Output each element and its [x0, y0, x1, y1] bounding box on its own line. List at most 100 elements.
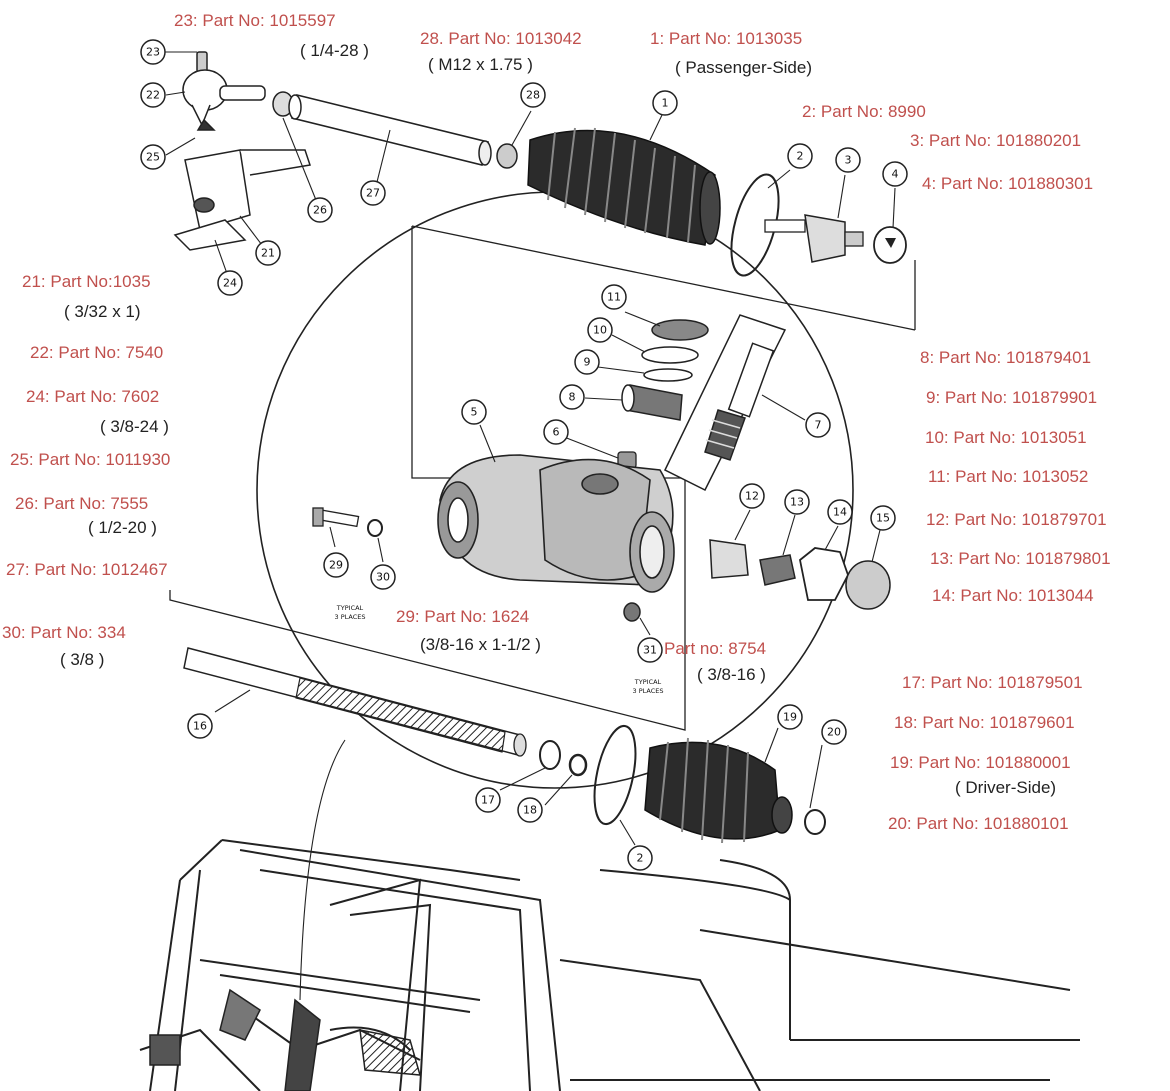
svg-text:31: 31 — [643, 644, 657, 657]
callout-2-top: 2 — [787, 143, 813, 169]
tie-rod-end — [173, 51, 311, 251]
label-part-31: Part no: 8754 — [664, 639, 767, 658]
svg-text:29: 29 — [329, 559, 343, 572]
callout-17: 17 — [475, 787, 501, 813]
callout-30: 30 — [370, 564, 396, 590]
label-part-17: 17: Part No: 101879501 — [902, 673, 1083, 692]
svg-text:24: 24 — [223, 277, 237, 290]
label-part-19: 19: Part No: 101880001 — [890, 753, 1071, 772]
callout-8: 8 — [559, 384, 585, 410]
svg-text:23: 23 — [146, 46, 160, 59]
label-part-10: 10: Part No: 1013051 — [925, 428, 1087, 447]
callout-20: 20 — [821, 719, 847, 745]
label-part-30: 30: Part No: 334 — [2, 623, 126, 642]
svg-text:6: 6 — [553, 426, 560, 439]
svg-text:12: 12 — [745, 490, 759, 503]
callout-6: 6 — [543, 419, 569, 445]
svg-text:14: 14 — [833, 506, 847, 519]
label-part-31-spec: ( 3/8-16 ) — [697, 665, 766, 684]
svg-text:13: 13 — [790, 496, 804, 509]
callout-14: 14 — [827, 499, 853, 525]
leader-lines — [164, 51, 896, 1001]
callout-11: 11 — [601, 284, 627, 310]
label-part-22: 22: Part No: 7540 — [30, 343, 164, 362]
callout-31: 31 — [637, 637, 663, 663]
label-part-1: 1: Part No: 1013035 — [650, 29, 803, 48]
svg-text:8: 8 — [569, 391, 576, 404]
label-part-24: 24: Part No: 7602 — [26, 387, 160, 406]
callout-12: 12 — [739, 483, 765, 509]
typical-note-2a: TYPICAL — [634, 678, 662, 686]
svg-text:28: 28 — [526, 89, 540, 102]
callout-29: 29 — [323, 552, 349, 578]
callout-10: 10 — [587, 317, 613, 343]
label-part-19-spec: ( Driver-Side) — [955, 778, 1057, 797]
label-part-21: 21: Part No:1035 — [22, 272, 151, 291]
callout-2-bottom: 2 — [627, 845, 653, 871]
callout-22: 22 — [140, 82, 166, 108]
callout-13: 13 — [784, 489, 810, 515]
svg-text:18: 18 — [523, 804, 537, 817]
label-part-26-spec: ( 1/2-20 ) — [88, 518, 157, 537]
label-part-12: 12: Part No: 101879701 — [926, 510, 1107, 529]
callout-16: 16 — [187, 713, 213, 739]
boot-driver — [644, 737, 793, 844]
callout-19: 19 — [777, 704, 803, 730]
svg-text:2: 2 — [637, 852, 644, 865]
label-part-29: 29: Part No: 1624 — [396, 607, 530, 626]
label-part-13: 13: Part No: 101879801 — [930, 549, 1111, 568]
callout-4: 4 — [882, 161, 908, 187]
steering-rack — [183, 647, 527, 757]
callout-25: 25 — [140, 144, 166, 170]
boot-passenger — [527, 127, 721, 246]
svg-text:7: 7 — [815, 419, 822, 432]
bearing-stack — [621, 319, 709, 421]
label-part-30-spec: ( 3/8 ) — [60, 650, 105, 669]
svg-text:26: 26 — [313, 204, 327, 217]
label-part-8: 8: Part No: 101879401 — [920, 348, 1092, 367]
label-part-23-spec: ( 1/4-28 ) — [300, 41, 369, 60]
label-part-24-spec: ( 3/8-24 ) — [100, 417, 169, 436]
label-part-25: 25: Part No: 1011930 — [10, 450, 171, 469]
label-part-9: 9: Part No: 101879901 — [926, 388, 1098, 407]
svg-text:1: 1 — [662, 97, 669, 110]
typical-note-1b: 3 PLACES — [335, 613, 366, 621]
detail-frame — [169, 226, 686, 731]
svg-text:9: 9 — [584, 356, 591, 369]
svg-text:16: 16 — [193, 720, 207, 733]
svg-text:20: 20 — [827, 726, 841, 739]
callout-1: 1 — [652, 90, 678, 116]
label-part-23: 23: Part No: 1015597 — [174, 11, 336, 30]
svg-text:10: 10 — [593, 324, 607, 337]
inner-tie-rod — [764, 214, 864, 263]
label-part-4: 4: Part No: 101880301 — [922, 174, 1094, 193]
callouts: 23 22 25 26 27 28 21 24 1 2 3 4 11 10 9 … — [140, 39, 908, 871]
label-part-14: 14: Part No: 1013044 — [932, 586, 1094, 605]
label-part-18: 18: Part No: 101879601 — [894, 713, 1075, 732]
svg-text:22: 22 — [146, 89, 160, 102]
label-part-11: 11: Part No: 1013052 — [928, 467, 1089, 486]
svg-text:17: 17 — [481, 794, 495, 807]
callout-5: 5 — [461, 399, 487, 425]
svg-text:21: 21 — [261, 247, 275, 260]
label-part-3: 3: Part No: 101880201 — [910, 131, 1082, 150]
cart-mechanism — [149, 988, 422, 1091]
label-part-28: 28. Part No: 1013042 — [420, 29, 582, 48]
callout-26: 26 — [307, 197, 333, 223]
callout-15: 15 — [870, 505, 896, 531]
callout-21: 21 — [255, 240, 281, 266]
pinion-gear — [664, 314, 787, 492]
callout-23: 23 — [140, 39, 166, 65]
svg-text:27: 27 — [366, 187, 380, 200]
typical-note-2b: 3 PLACES — [633, 687, 664, 695]
cart-frame — [139, 839, 1080, 1091]
label-part-27: 27: Part No: 1012467 — [6, 560, 168, 579]
typical-note-1a: TYPICAL — [336, 604, 364, 612]
callout-24: 24 — [217, 270, 243, 296]
label-part-20: 20: Part No: 101880101 — [888, 814, 1069, 833]
callout-3: 3 — [835, 147, 861, 173]
label-part-26: 26: Part No: 7555 — [15, 494, 149, 513]
callout-9: 9 — [574, 349, 600, 375]
